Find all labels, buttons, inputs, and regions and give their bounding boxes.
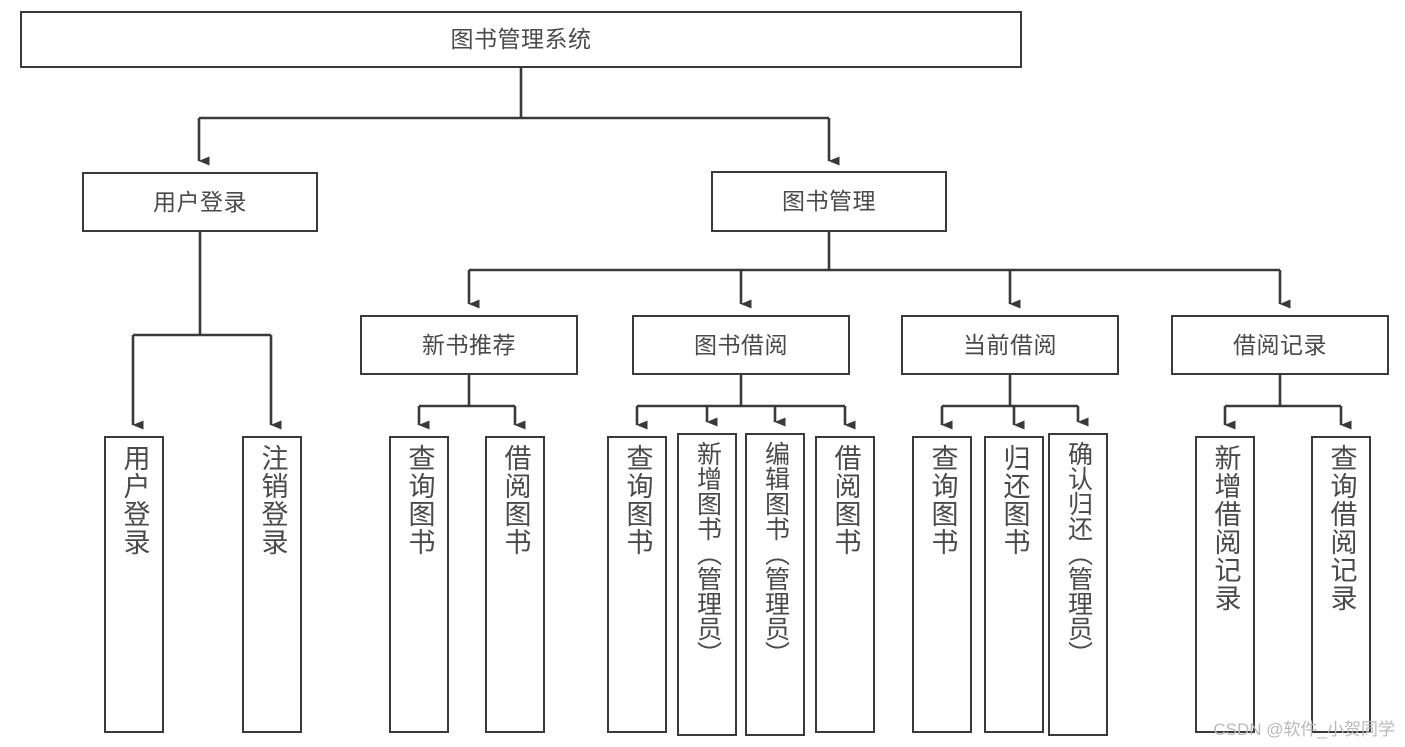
node-leaf-confirm-return-admin-label: 确认归还（管理员）	[1064, 441, 1093, 666]
node-leaf-return-book[interactable]: 归还图书	[984, 436, 1044, 733]
node-book-borrow[interactable]: 图书借阅	[632, 315, 850, 375]
node-root[interactable]: 图书管理系统	[20, 11, 1022, 68]
node-leaf-query-borrow-record[interactable]: 查询借阅记录	[1311, 436, 1371, 733]
node-current-borrow-label: 当前借阅	[963, 331, 1057, 358]
node-leaf-edit-book-admin-label: 编辑图书（管理员）	[761, 441, 790, 666]
node-leaf-confirm-return-admin[interactable]: 确认归还（管理员）	[1048, 433, 1108, 736]
node-borrow-record-label: 借阅记录	[1233, 331, 1327, 358]
node-leaf-logout[interactable]: 注销登录	[242, 436, 302, 733]
node-leaf-query-book-1[interactable]: 查询图书	[389, 436, 449, 733]
node-root-label: 图书管理系统	[450, 26, 592, 53]
node-leaf-query-book-2-label: 查询图书	[622, 444, 653, 556]
node-user-login[interactable]: 用户登录	[82, 172, 318, 232]
node-new-book-recommend-label: 新书推荐	[422, 331, 516, 358]
node-leaf-borrow-book-2-label: 借阅图书	[830, 444, 861, 556]
node-leaf-borrow-book-1-label: 借阅图书	[500, 444, 531, 556]
node-book-management[interactable]: 图书管理	[711, 171, 947, 232]
node-leaf-query-book-2[interactable]: 查询图书	[607, 436, 667, 733]
node-book-management-label: 图书管理	[782, 188, 876, 215]
node-leaf-add-borrow-record-label: 新增借阅记录	[1210, 444, 1241, 612]
node-leaf-logout-label: 注销登录	[257, 444, 288, 556]
node-leaf-add-borrow-record[interactable]: 新增借阅记录	[1195, 436, 1255, 733]
node-borrow-record[interactable]: 借阅记录	[1171, 315, 1389, 375]
node-leaf-add-book-admin[interactable]: 新增图书（管理员）	[677, 433, 737, 736]
node-leaf-return-book-label: 归还图书	[999, 444, 1030, 556]
csdn-watermark: CSDN @软件_小贺同学	[1213, 720, 1395, 739]
node-leaf-query-book-3[interactable]: 查询图书	[912, 436, 972, 733]
node-leaf-query-book-1-label: 查询图书	[404, 444, 435, 556]
node-leaf-borrow-book-2[interactable]: 借阅图书	[815, 436, 875, 733]
node-current-borrow[interactable]: 当前借阅	[901, 315, 1119, 375]
node-leaf-edit-book-admin[interactable]: 编辑图书（管理员）	[745, 433, 805, 736]
node-leaf-user-login-label: 用户登录	[119, 444, 150, 556]
node-book-borrow-label: 图书借阅	[694, 331, 788, 358]
node-leaf-query-borrow-record-label: 查询借阅记录	[1326, 444, 1357, 612]
node-leaf-add-book-admin-label: 新增图书（管理员）	[693, 441, 722, 666]
node-user-login-label: 用户登录	[153, 188, 247, 215]
node-leaf-query-book-3-label: 查询图书	[927, 444, 958, 556]
node-leaf-user-login[interactable]: 用户登录	[104, 436, 164, 733]
node-new-book-recommend[interactable]: 新书推荐	[360, 315, 578, 375]
node-leaf-borrow-book-1[interactable]: 借阅图书	[485, 436, 545, 733]
